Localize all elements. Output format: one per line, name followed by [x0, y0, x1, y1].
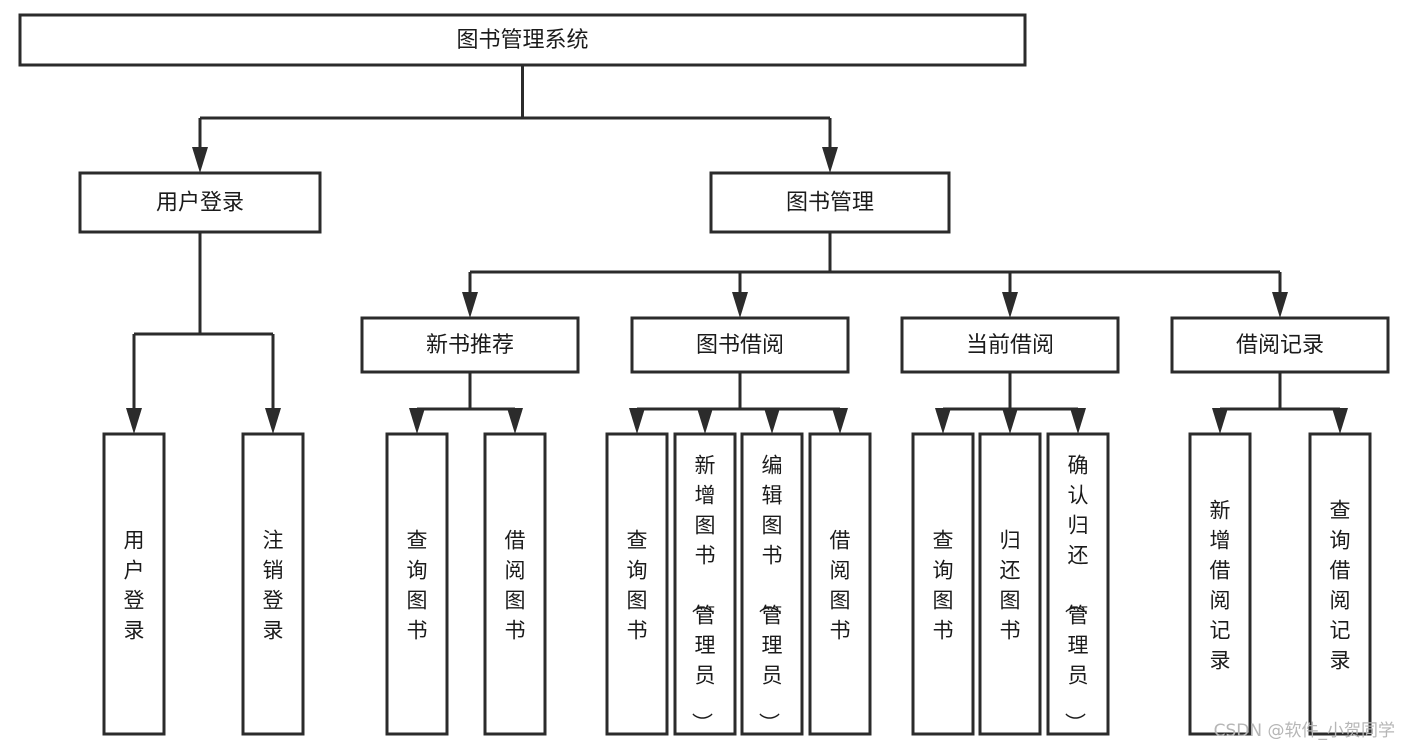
node-leaf-user-login[interactable]: 用户登录	[102, 432, 166, 736]
node-box[interactable]	[900, 316, 1120, 374]
node-label: 借阅图书	[830, 528, 851, 642]
arrow-head-icon	[832, 408, 848, 434]
node-root[interactable]: 图书管理系统	[18, 13, 1027, 67]
node-label: 注销登录	[263, 528, 284, 642]
node-box[interactable]	[102, 432, 166, 736]
arrow-head-icon	[697, 408, 713, 434]
node-leaf-add-book[interactable]: 新增图书（管理员）	[673, 432, 737, 736]
watermark: CSDN @软件_小贺同学	[1213, 721, 1395, 741]
node-current-borrow[interactable]: 当前借阅	[900, 316, 1120, 374]
edge-group-borrow-record	[1212, 372, 1348, 434]
node-book-borrow[interactable]: 图书借阅	[630, 316, 850, 374]
node-label: 图书管理	[786, 191, 874, 216]
node-layer: 图书管理系统用户登录图书管理新书推荐图书借阅当前借阅借阅记录用户登录注销登录查询…	[18, 13, 1390, 736]
node-box[interactable]	[78, 171, 322, 234]
arrow-head-icon	[126, 408, 142, 434]
arrow-head-icon	[507, 408, 523, 434]
node-label: 查询图书	[933, 528, 954, 642]
node-leaf-query-book-1[interactable]: 查询图书	[385, 432, 449, 736]
node-box[interactable]	[709, 171, 951, 234]
node-label: 查询图书	[627, 528, 648, 642]
arrow-head-icon	[1272, 292, 1288, 318]
node-leaf-borrow-book-2[interactable]: 借阅图书	[808, 432, 872, 736]
edge-group-book-manage	[462, 232, 1288, 318]
node-label: 图书借阅	[696, 333, 784, 358]
node-user-login[interactable]: 用户登录	[78, 171, 322, 234]
node-box[interactable]	[630, 316, 850, 374]
node-leaf-query-book-2[interactable]: 查询图书	[605, 432, 669, 736]
node-label: 归还图书	[1000, 528, 1021, 642]
node-box[interactable]	[808, 432, 872, 736]
node-label: 查询借阅记录	[1330, 498, 1351, 672]
node-label: 确认归还（管理员）	[1063, 453, 1089, 733]
arrow-head-icon	[1070, 408, 1086, 434]
node-box[interactable]	[911, 432, 975, 736]
node-box[interactable]	[605, 432, 669, 736]
node-label: 用户登录	[156, 191, 244, 216]
arrow-head-icon	[1332, 408, 1348, 434]
node-new-book-recommend[interactable]: 新书推荐	[360, 316, 580, 374]
node-leaf-confirm-return[interactable]: 确认归还（管理员）	[1046, 432, 1110, 736]
node-label: 图书管理系统	[456, 28, 588, 53]
node-box[interactable]	[1308, 432, 1372, 736]
node-box[interactable]	[1188, 432, 1252, 736]
node-book-manage[interactable]: 图书管理	[709, 171, 951, 234]
arrow-head-icon	[1002, 408, 1018, 434]
arrow-head-icon	[1212, 408, 1228, 434]
node-box[interactable]	[673, 432, 737, 736]
node-leaf-query-record[interactable]: 查询借阅记录	[1308, 432, 1372, 736]
node-label: 查询图书	[407, 528, 428, 642]
node-label: 新增图书（管理员）	[690, 453, 716, 733]
node-box[interactable]	[360, 316, 580, 374]
node-leaf-logout[interactable]: 注销登录	[241, 432, 305, 736]
connector-layer	[126, 65, 1348, 434]
edge-group-new-book-recommend	[409, 372, 523, 434]
arrow-head-icon	[935, 408, 951, 434]
arrow-head-icon	[409, 408, 425, 434]
node-box[interactable]	[18, 13, 1027, 67]
node-box[interactable]	[740, 432, 804, 736]
arrow-head-icon	[265, 408, 281, 434]
node-box[interactable]	[978, 432, 1042, 736]
node-borrow-record[interactable]: 借阅记录	[1170, 316, 1390, 374]
arrow-head-icon	[732, 292, 748, 318]
node-box[interactable]	[241, 432, 305, 736]
node-leaf-return-book[interactable]: 归还图书	[978, 432, 1042, 736]
node-label: 用户登录	[124, 528, 145, 642]
node-label: 新增借阅记录	[1210, 498, 1231, 672]
node-label: 借阅记录	[1236, 333, 1324, 358]
node-label: 借阅图书	[505, 528, 526, 642]
arrow-head-icon	[629, 408, 645, 434]
node-label: 新书推荐	[426, 333, 514, 358]
node-leaf-add-record[interactable]: 新增借阅记录	[1188, 432, 1252, 736]
arrow-head-icon	[822, 147, 838, 173]
edge-group-book-borrow	[629, 372, 848, 434]
arrow-head-icon	[1002, 292, 1018, 318]
arrow-head-icon	[462, 292, 478, 318]
node-box[interactable]	[1046, 432, 1110, 736]
node-leaf-borrow-book-1[interactable]: 借阅图书	[483, 432, 547, 736]
node-label: 编辑图书（管理员）	[757, 453, 783, 733]
node-label: 当前借阅	[966, 333, 1054, 358]
edge-group-user-login	[126, 232, 281, 434]
edge-group-root	[192, 65, 838, 173]
edge-group-current-borrow	[935, 372, 1086, 434]
node-leaf-query-book-3[interactable]: 查询图书	[911, 432, 975, 736]
node-leaf-edit-book[interactable]: 编辑图书（管理员）	[740, 432, 804, 736]
arrow-head-icon	[764, 408, 780, 434]
node-box[interactable]	[1170, 316, 1390, 374]
arrow-head-icon	[192, 147, 208, 173]
node-box[interactable]	[483, 432, 547, 736]
node-box[interactable]	[385, 432, 449, 736]
